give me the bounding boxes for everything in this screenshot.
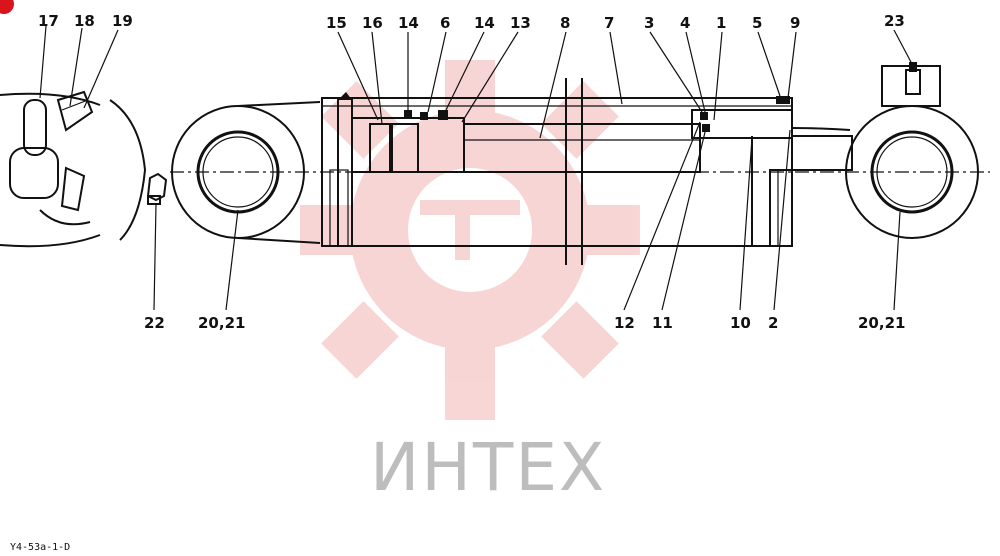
callout-14a: 14 xyxy=(398,14,419,32)
callout-8: 8 xyxy=(560,14,570,32)
callout-22: 22 xyxy=(144,314,165,332)
corner-marker-icon xyxy=(0,0,14,14)
rod-eye-right xyxy=(845,62,979,239)
callout-23: 23 xyxy=(884,12,905,30)
callout-17: 17 xyxy=(38,12,59,30)
top-callouts: 17 18 19 15 16 14 6 14 13 8 7 3 4 1 5 9 … xyxy=(38,12,905,32)
bottom-callouts: 22 20,21 12 11 10 2 20,21 xyxy=(144,314,905,332)
watermark-text: ИНТЕХ xyxy=(370,429,606,506)
callout-2: 2 xyxy=(768,314,778,332)
callout-11: 11 xyxy=(652,314,673,332)
callout-12: 12 xyxy=(614,314,635,332)
callout-14b: 14 xyxy=(474,14,495,32)
callout-13: 13 xyxy=(510,14,531,32)
callout-3: 3 xyxy=(644,14,654,32)
callout-15: 15 xyxy=(326,14,347,32)
callout-7: 7 xyxy=(604,14,614,32)
callout-16: 16 xyxy=(362,14,383,32)
grease-nipple-left xyxy=(146,172,168,205)
callout-19: 19 xyxy=(112,12,133,30)
drawing-code: Y4-53a-1-D xyxy=(10,542,70,553)
callout-9: 9 xyxy=(790,14,800,32)
piston-rod xyxy=(751,127,853,246)
left-pin-assembly xyxy=(0,90,147,248)
callout-10: 10 xyxy=(730,314,751,332)
callout-5: 5 xyxy=(752,14,762,32)
callout-4: 4 xyxy=(680,14,690,32)
callout-20-21-left: 20,21 xyxy=(198,314,245,332)
callout-6: 6 xyxy=(440,14,450,32)
callout-20-21-right: 20,21 xyxy=(858,314,905,332)
callout-1: 1 xyxy=(716,14,726,32)
leader-lines xyxy=(39,25,913,311)
callout-18: 18 xyxy=(74,12,95,30)
